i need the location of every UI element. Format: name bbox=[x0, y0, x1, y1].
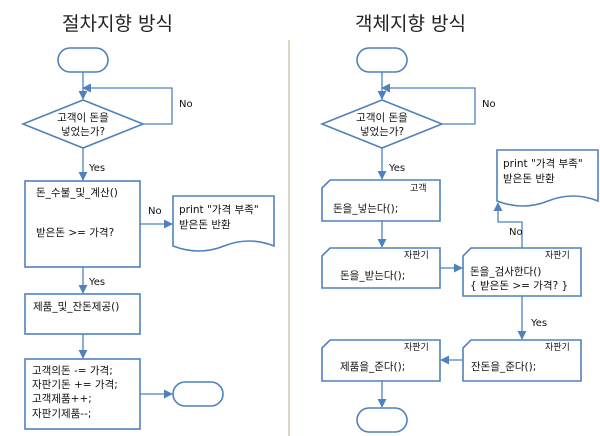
left-op-4: 자판기제품--; bbox=[32, 408, 91, 420]
left-decision-line1: 고객이 돈을 bbox=[57, 112, 109, 124]
left-op-2: 자판기돈 += 가격; bbox=[32, 378, 118, 391]
right-customer-tag: 고객 bbox=[410, 183, 427, 194]
left-op-3: 고객제품++; bbox=[32, 393, 92, 405]
right-end-terminator bbox=[356, 407, 408, 433]
right-check-line1: 돈을_검사한다() bbox=[470, 266, 541, 278]
right-start-terminator bbox=[356, 47, 408, 73]
left-start-terminator bbox=[57, 47, 109, 73]
right-no-loop-arrow bbox=[381, 83, 476, 125]
right-vm-tag-1: 자판기 bbox=[404, 250, 429, 261]
left-print-line2: 받은돈 반환 bbox=[179, 219, 231, 231]
right-print-line2: 받은돈 반환 bbox=[503, 173, 555, 185]
right-no-label: No bbox=[482, 99, 496, 110]
left-op-1: 고객의돈 -= 가격; bbox=[32, 364, 113, 377]
title-object-oriented: 객체지향 방식 bbox=[355, 13, 466, 35]
right-yes-label-1: Yes bbox=[388, 163, 405, 174]
right-no-arrow-2 bbox=[493, 202, 523, 248]
right-check-line2: { 받은돈 >= 가격? } bbox=[470, 279, 568, 292]
left-yes-label-1: Yes bbox=[88, 163, 105, 174]
left-print-line1: print "가격 부족" bbox=[179, 203, 259, 216]
left-decision-line2: 넣었는가? bbox=[61, 126, 105, 138]
left-decision-money-inserted bbox=[20, 99, 146, 149]
left-yes-label-2: Yes bbox=[88, 277, 105, 288]
right-decision-money-inserted bbox=[319, 99, 445, 149]
right-vm-tag-2: 자판기 bbox=[545, 250, 570, 261]
right-no-label-2: No bbox=[509, 227, 523, 238]
right-decision-line1: 고객이 돈을 bbox=[356, 112, 408, 124]
right-receive-money: 돈을_받는다(); bbox=[340, 270, 405, 282]
right-print-line1: print "가격 부족" bbox=[503, 157, 583, 170]
left-no-label: No bbox=[179, 99, 193, 110]
right-customer-object bbox=[321, 179, 441, 222]
left-calc-title: 돈_수불_및_계산() bbox=[36, 187, 118, 199]
right-print-document bbox=[496, 149, 599, 207]
left-product-text: 제품_및_잔돈제공() bbox=[33, 301, 119, 313]
right-vm-receive-object bbox=[321, 247, 441, 289]
right-vm-product-object bbox=[321, 339, 441, 382]
left-end-terminator bbox=[172, 381, 224, 407]
title-procedural: 절차지향 방식 bbox=[62, 13, 173, 35]
left-calc-process bbox=[24, 180, 141, 268]
left-no-loop-arrow bbox=[82, 83, 173, 125]
left-print-document bbox=[172, 195, 275, 252]
right-vm-tag-4: 자판기 bbox=[545, 342, 570, 353]
left-product-process bbox=[24, 293, 141, 335]
right-decision-line2: 넣었는가? bbox=[360, 126, 404, 138]
right-vm-tag-3: 자판기 bbox=[404, 342, 429, 353]
right-yes-label-2: Yes bbox=[530, 318, 547, 329]
left-calc-condition: 받은돈 >= 가격? bbox=[36, 226, 114, 239]
left-no-label-2: No bbox=[148, 206, 162, 217]
right-vm-change-object bbox=[462, 339, 582, 382]
right-give-product: 제품을_준다(); bbox=[340, 361, 405, 373]
right-insert-money: 돈을_넣는다(); bbox=[333, 203, 398, 215]
right-give-change: 잔돈을_준다(); bbox=[471, 361, 536, 373]
